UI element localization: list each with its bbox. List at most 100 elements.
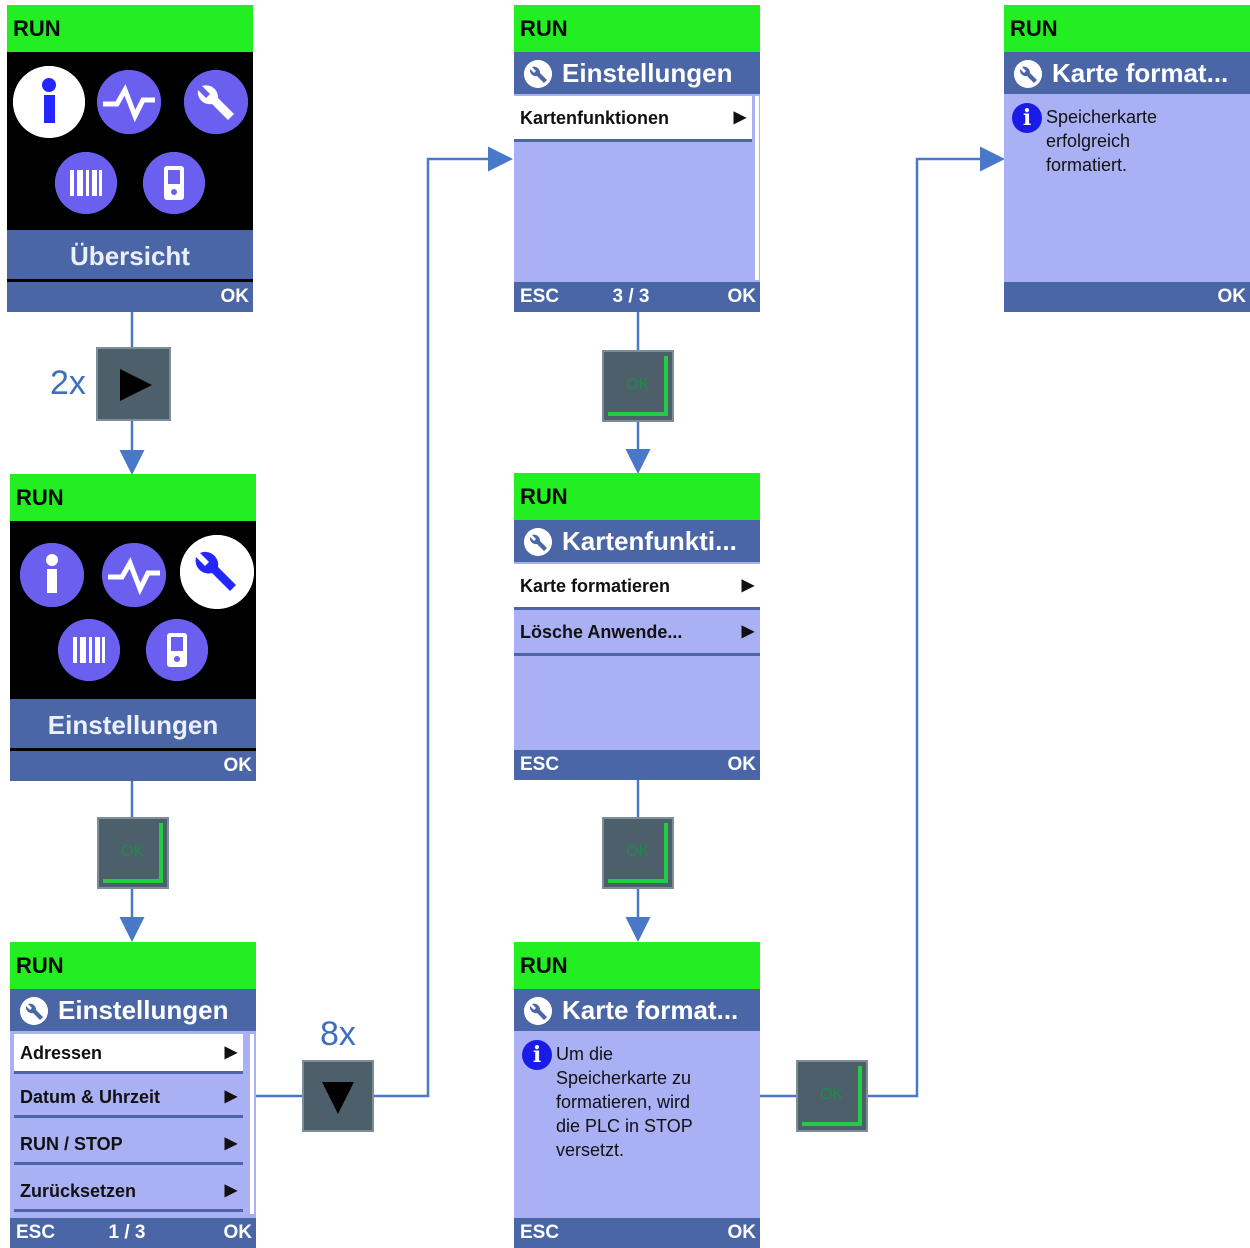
ok-key-bracket xyxy=(103,823,163,883)
ok-softkey[interactable]: OK xyxy=(727,754,757,775)
ok-softkey[interactable]: OK xyxy=(223,1222,253,1243)
message-line: erfolgreich xyxy=(1046,131,1131,151)
ok-key[interactable]: OK xyxy=(602,350,674,422)
info-icon[interactable] xyxy=(20,543,84,607)
wrench-icon xyxy=(524,60,552,88)
down-arrow-icon xyxy=(322,1082,354,1114)
softkey-bar: OK xyxy=(7,282,253,312)
down-arrow-key[interactable] xyxy=(302,1060,374,1132)
message-line: die PLC in STOP xyxy=(556,1116,693,1136)
message-line: Um die xyxy=(556,1044,614,1064)
barcode-icon[interactable] xyxy=(55,152,117,214)
pulse-icon[interactable] xyxy=(102,543,166,607)
run-status: RUN xyxy=(514,5,760,52)
page-indicator: 1 / 3 xyxy=(108,1222,146,1243)
info-message: Um die Speicherkarte zu formatieren, wir… xyxy=(556,1042,693,1162)
run-status: RUN xyxy=(10,942,256,989)
esc-softkey[interactable]: ESC xyxy=(520,754,560,775)
wrench-icon xyxy=(1014,60,1042,88)
screen-settings-icons: RUN Einstellungen OK xyxy=(10,474,256,781)
message-line: formatieren, wird xyxy=(556,1092,691,1112)
ok-key[interactable]: OK xyxy=(602,817,674,889)
ok-softkey[interactable]: OK xyxy=(727,1222,757,1243)
ok-softkey[interactable]: OK xyxy=(220,286,250,307)
menu-item-zuruecksetzen[interactable]: Zurücksetzen ▶ xyxy=(14,1172,243,1212)
screen-caption: Einstellungen xyxy=(10,699,256,751)
menu-title-text: Einstellungen xyxy=(58,995,229,1025)
right-arrow-key[interactable] xyxy=(96,347,171,421)
submenu-arrow-icon: ▶ xyxy=(733,109,746,126)
run-status: RUN xyxy=(514,473,760,520)
press-count-label: 8x xyxy=(320,1015,356,1053)
screen-kartenfunktionen: RUN Kartenfunkti... Karte formatieren ▶ L… xyxy=(514,473,760,780)
softkey-bar: OK xyxy=(1004,282,1250,312)
screen-format-success: RUN Karte format... i Speicherkarte erfo… xyxy=(1004,5,1250,312)
menu-item-label: Karte formatieren xyxy=(520,576,671,596)
submenu-arrow-icon: ▶ xyxy=(224,1088,237,1105)
menu-title-text: Einstellungen xyxy=(562,58,733,88)
submenu-arrow-icon: ▶ xyxy=(224,1044,237,1061)
menu-item-label: Adressen xyxy=(20,1043,103,1063)
pulse-icon[interactable] xyxy=(97,70,161,134)
ok-key-bracket xyxy=(608,356,668,416)
right-arrow-icon xyxy=(120,369,152,401)
page-indicator: 3 / 3 xyxy=(612,286,650,307)
menu-item-loesche-anwender[interactable]: Lösche Anwende...▶ xyxy=(514,610,760,656)
ok-key-label: OK xyxy=(626,843,650,860)
menu-item-label: Datum & Uhrzeit xyxy=(20,1087,161,1107)
app-icon-grid xyxy=(10,521,256,699)
menu-item-adressen[interactable]: Adressen ▶ xyxy=(14,1034,243,1074)
message-line: formatiert. xyxy=(1046,155,1128,175)
phone-icon[interactable] xyxy=(146,619,208,681)
softkey-bar: ESC 1 / 3 OK xyxy=(10,1218,256,1248)
app-icon-grid xyxy=(7,52,253,230)
scrollbar[interactable] xyxy=(755,96,759,280)
wrench-icon xyxy=(524,528,552,556)
run-status: RUN xyxy=(1004,5,1250,52)
submenu-arrow-icon: ▶ xyxy=(224,1182,237,1199)
ok-key[interactable]: OK xyxy=(796,1060,868,1132)
screen-overview: RUN Übersicht OK xyxy=(7,5,253,312)
menu-item-label: Kartenfunktionen xyxy=(520,108,670,128)
screen-caption: Übersicht xyxy=(7,230,253,282)
barcode-icon[interactable] xyxy=(58,619,120,681)
menu-item-karte-formatieren[interactable]: Karte formatieren ▶ xyxy=(514,564,760,610)
ok-softkey[interactable]: OK xyxy=(727,286,757,307)
menu-item-label: Lösche Anwende... xyxy=(520,622,683,642)
menu-title: Einstellungen xyxy=(514,52,760,94)
wrench-icon xyxy=(20,997,48,1025)
esc-softkey[interactable]: ESC xyxy=(16,1222,56,1243)
softkey-bar: OK xyxy=(10,751,256,781)
esc-softkey[interactable]: ESC xyxy=(520,286,560,307)
menu-title: Karte format... xyxy=(514,989,760,1031)
ok-key[interactable]: OK xyxy=(97,817,169,889)
ok-key-label: OK xyxy=(626,376,650,393)
screen-format-confirm: RUN Karte format... i Um die Speicherkar… xyxy=(514,942,760,1248)
menu-title-text: Kartenfunkti... xyxy=(562,526,737,556)
menu-title: Karte format... xyxy=(1004,52,1250,94)
wrench-icon[interactable] xyxy=(180,535,254,609)
wrench-icon[interactable] xyxy=(184,70,248,134)
menu-item-kartenfunktionen[interactable]: Kartenfunktionen ▶ xyxy=(514,96,752,142)
menu-item-datum-uhrzeit[interactable]: Datum & Uhrzeit ▶ xyxy=(14,1078,243,1118)
ok-softkey[interactable]: OK xyxy=(223,755,253,776)
menu-item-run-stop[interactable]: RUN / STOP▶ xyxy=(14,1125,243,1165)
scrollbar[interactable] xyxy=(250,1034,254,1214)
ok-key-bracket xyxy=(802,1066,862,1126)
info-icon[interactable] xyxy=(13,66,85,138)
ok-softkey[interactable]: OK xyxy=(1217,286,1247,307)
menu-title: Kartenfunkti... xyxy=(514,520,760,562)
esc-softkey[interactable]: ESC xyxy=(520,1222,560,1243)
message-line: Speicherkarte xyxy=(1046,107,1158,127)
phone-icon[interactable] xyxy=(143,152,205,214)
menu-title-text: Karte format... xyxy=(562,995,739,1025)
menu-title: Einstellungen xyxy=(10,989,256,1031)
message-line: Speicherkarte zu xyxy=(556,1068,692,1088)
softkey-bar: ESC OK xyxy=(514,1218,760,1248)
ok-key-label: OK xyxy=(820,1086,844,1103)
info-icon: i xyxy=(1012,103,1042,133)
submenu-arrow-icon: ▶ xyxy=(741,577,754,594)
ok-key-bracket xyxy=(608,823,668,883)
menu-item-label: Zurücksetzen xyxy=(20,1181,137,1201)
